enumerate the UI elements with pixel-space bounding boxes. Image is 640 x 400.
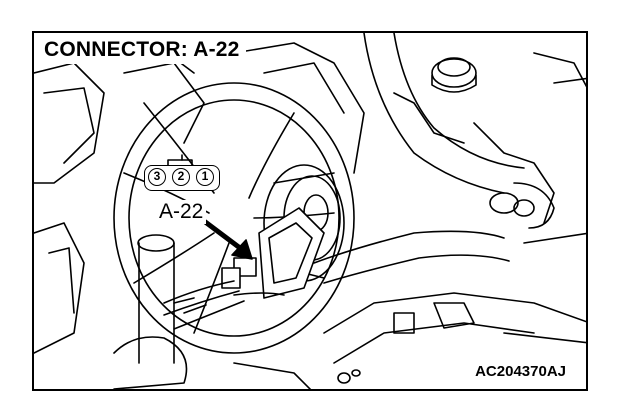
lower-hose (313, 230, 510, 284)
connector-pin-3: 3 (148, 168, 166, 186)
connector-label: A-22 (156, 200, 207, 224)
connector-title: CONNECTOR: A-22 (42, 38, 246, 64)
illustration-frame: CONNECTOR: A-22 3 2 1 A-22 AC204370AJ (32, 31, 588, 391)
radiator-cap (431, 57, 477, 93)
upper-hose (363, 33, 525, 194)
connector-pin-2: 2 (172, 168, 190, 186)
engine-bay-line-drawing (34, 33, 586, 389)
connector-housing (221, 207, 325, 299)
left-pipe (137, 234, 175, 364)
pin-diagram-stubs (167, 154, 193, 166)
figure-code: AC204370AJ (473, 363, 568, 380)
connector-pin-1: 1 (196, 168, 214, 186)
right-side-components (393, 52, 586, 244)
lower-engine-parts (113, 292, 586, 389)
pointer-arrow (201, 218, 253, 260)
cooling-fan (113, 82, 355, 354)
wiring-harness (163, 280, 285, 330)
